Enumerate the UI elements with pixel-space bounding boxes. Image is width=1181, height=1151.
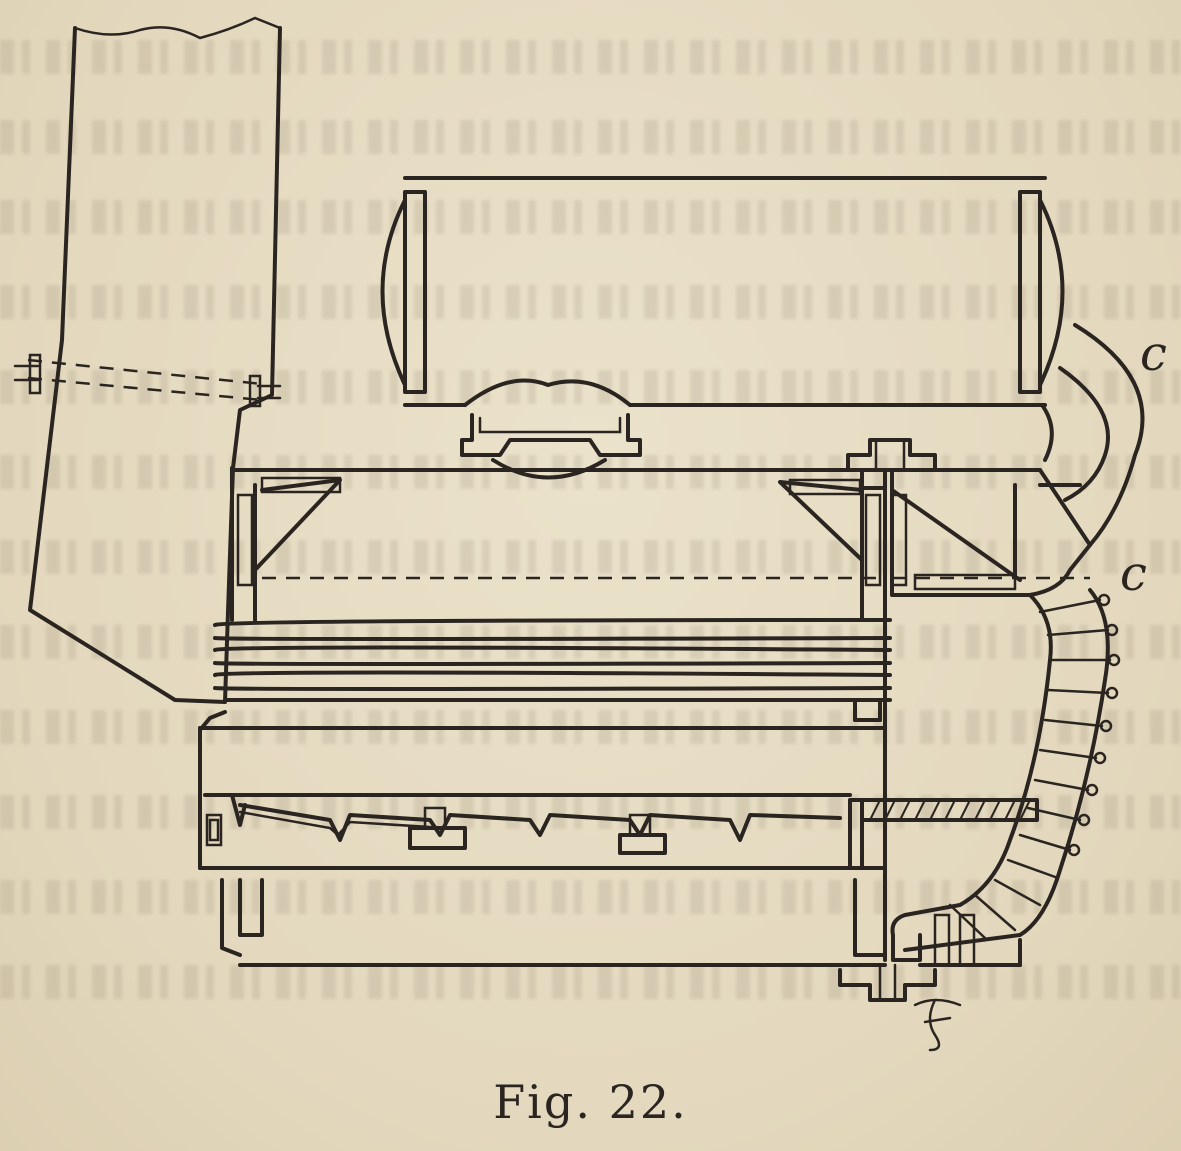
lower-firebox (198, 710, 1039, 870)
label-c-lower: c (1120, 546, 1147, 602)
connecting-pipe-c (1040, 323, 1145, 547)
upper-drum (380, 176, 1065, 480)
chute (13, 16, 282, 704)
figure-caption: Fig. 22. (493, 1075, 688, 1129)
return-pipe (890, 588, 1121, 967)
base (220, 878, 937, 1002)
sectional-bands (213, 618, 892, 722)
label-c-upper: c (1140, 326, 1167, 382)
f-mark-glyph (913, 998, 962, 1052)
